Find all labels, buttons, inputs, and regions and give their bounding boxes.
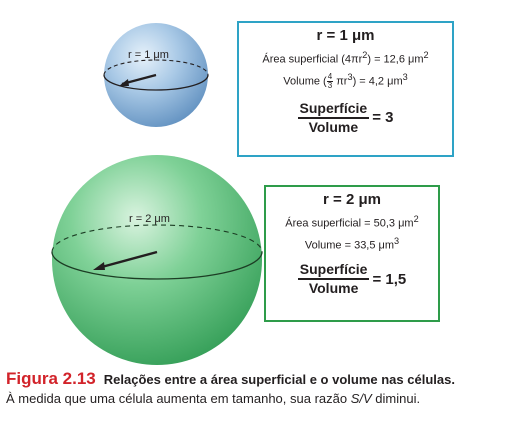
small-volume-value: ) = 4,2 μm (352, 75, 403, 88)
small-area-value: ) = 12,6 μm (367, 53, 424, 66)
large-box-heading: r = 2 μm (323, 191, 381, 208)
small-area-exp: 2 (362, 50, 368, 60)
small-area-prefix: Área superficial (4πr (262, 53, 363, 66)
large-ratio-denominator: Volume (308, 280, 359, 297)
small-area-unit-exp: 2 (423, 50, 429, 60)
small-ratio-numerator: Superfície (297, 100, 370, 119)
figure-title: Relações entre a área superficial e o vo… (103, 372, 455, 387)
volume-fraction-den: 3 (327, 80, 333, 90)
small-volume-mid: πr (333, 75, 348, 88)
large-volume-line: Volume = 33,5 μm3 (266, 236, 438, 252)
large-area-unit-exp: 2 (413, 214, 419, 224)
small-cell-info-box: r = 1 μm Área superficial (4πr2) = 12,6 … (237, 21, 454, 157)
small-volume-exp: 3 (347, 71, 353, 82)
large-ratio-value: = 1,5 (372, 270, 407, 288)
small-volume-unit-exp: 3 (402, 71, 408, 82)
small-radius-label: r = 1 μm (128, 49, 169, 61)
large-cell-info-box: r = 2 μm Área superficial = 50,3 μm2 Vol… (264, 185, 440, 322)
small-volume-prefix: Volume ( (283, 75, 327, 88)
large-volume-value: Volume = 33,5 μm (304, 239, 395, 252)
figure-label: Figura 2.13 (6, 369, 96, 388)
large-ratio-numerator: Superfície (297, 261, 370, 281)
large-volume-unit-exp: 3 (394, 235, 400, 246)
small-area-line: Área superficial (4πr2) = 12,6 μm2 (239, 50, 452, 66)
figure-description: À medida que uma célula aumenta em taman… (6, 391, 511, 406)
large-area-line: Área superficial = 50,3 μm2 (266, 214, 438, 230)
caption-text-after: diminui. (371, 391, 421, 406)
figure-caption: Figura 2.13 Relações entre a área superfi… (6, 369, 511, 406)
caption-text-before: À medida que uma célula aumenta em taman… (6, 391, 351, 406)
large-radius-label: r = 2 μm (129, 213, 170, 225)
large-cell: r = 2 μm (51, 155, 263, 365)
large-area-value: Área superficial = 50,3 μm (285, 217, 414, 230)
volume-fraction-num: 4 (326, 71, 334, 82)
small-cell: r = 1 μm (103, 23, 209, 127)
caption-sv: S/V (350, 391, 372, 406)
small-ratio-value: = 3 (372, 109, 394, 127)
small-box-heading: r = 1 μm (316, 27, 375, 44)
small-ratio-denominator: Volume (308, 118, 359, 135)
